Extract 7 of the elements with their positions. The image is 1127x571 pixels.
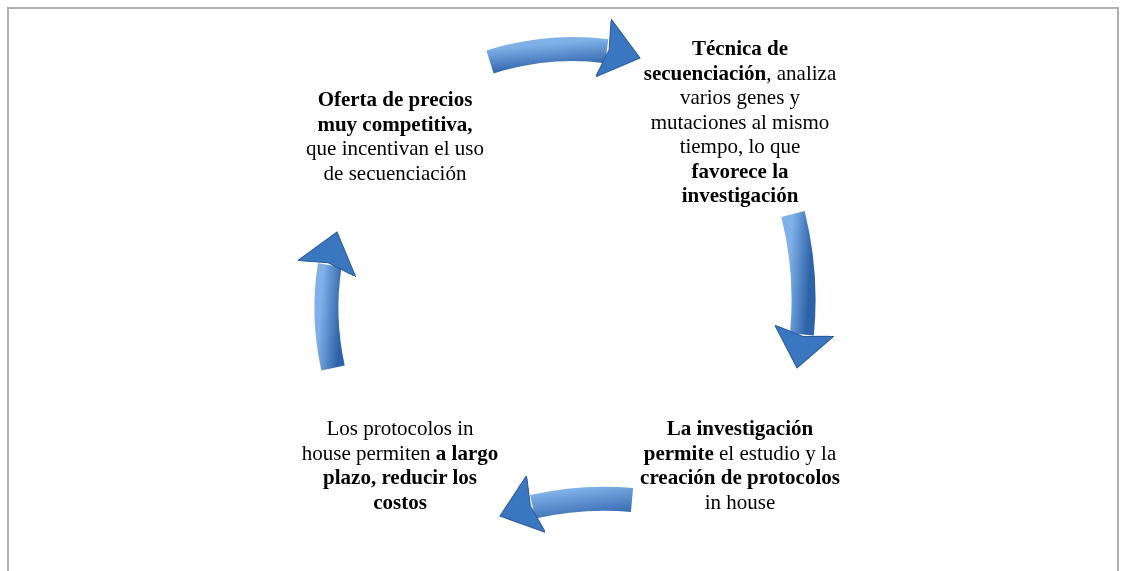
block-arrow [297,229,358,371]
block-arrow [773,211,834,371]
cycle-step-text: Oferta de precios muy competitiva, que incentivan el uso de secuenciación [305,87,485,185]
cycle-step-text: Los protocolos in house permiten a largo plazo, reducir los costos [300,416,500,514]
cycle-step-text: La investigación permite el estudio y la creación de protocolos in house [639,416,841,514]
cycle-step-text: Técnica de secuenciación, analiza varios genes y mutaciones al mismo tiempo, lo que favorece la investigación [642,36,838,208]
block-arrow [486,19,643,79]
